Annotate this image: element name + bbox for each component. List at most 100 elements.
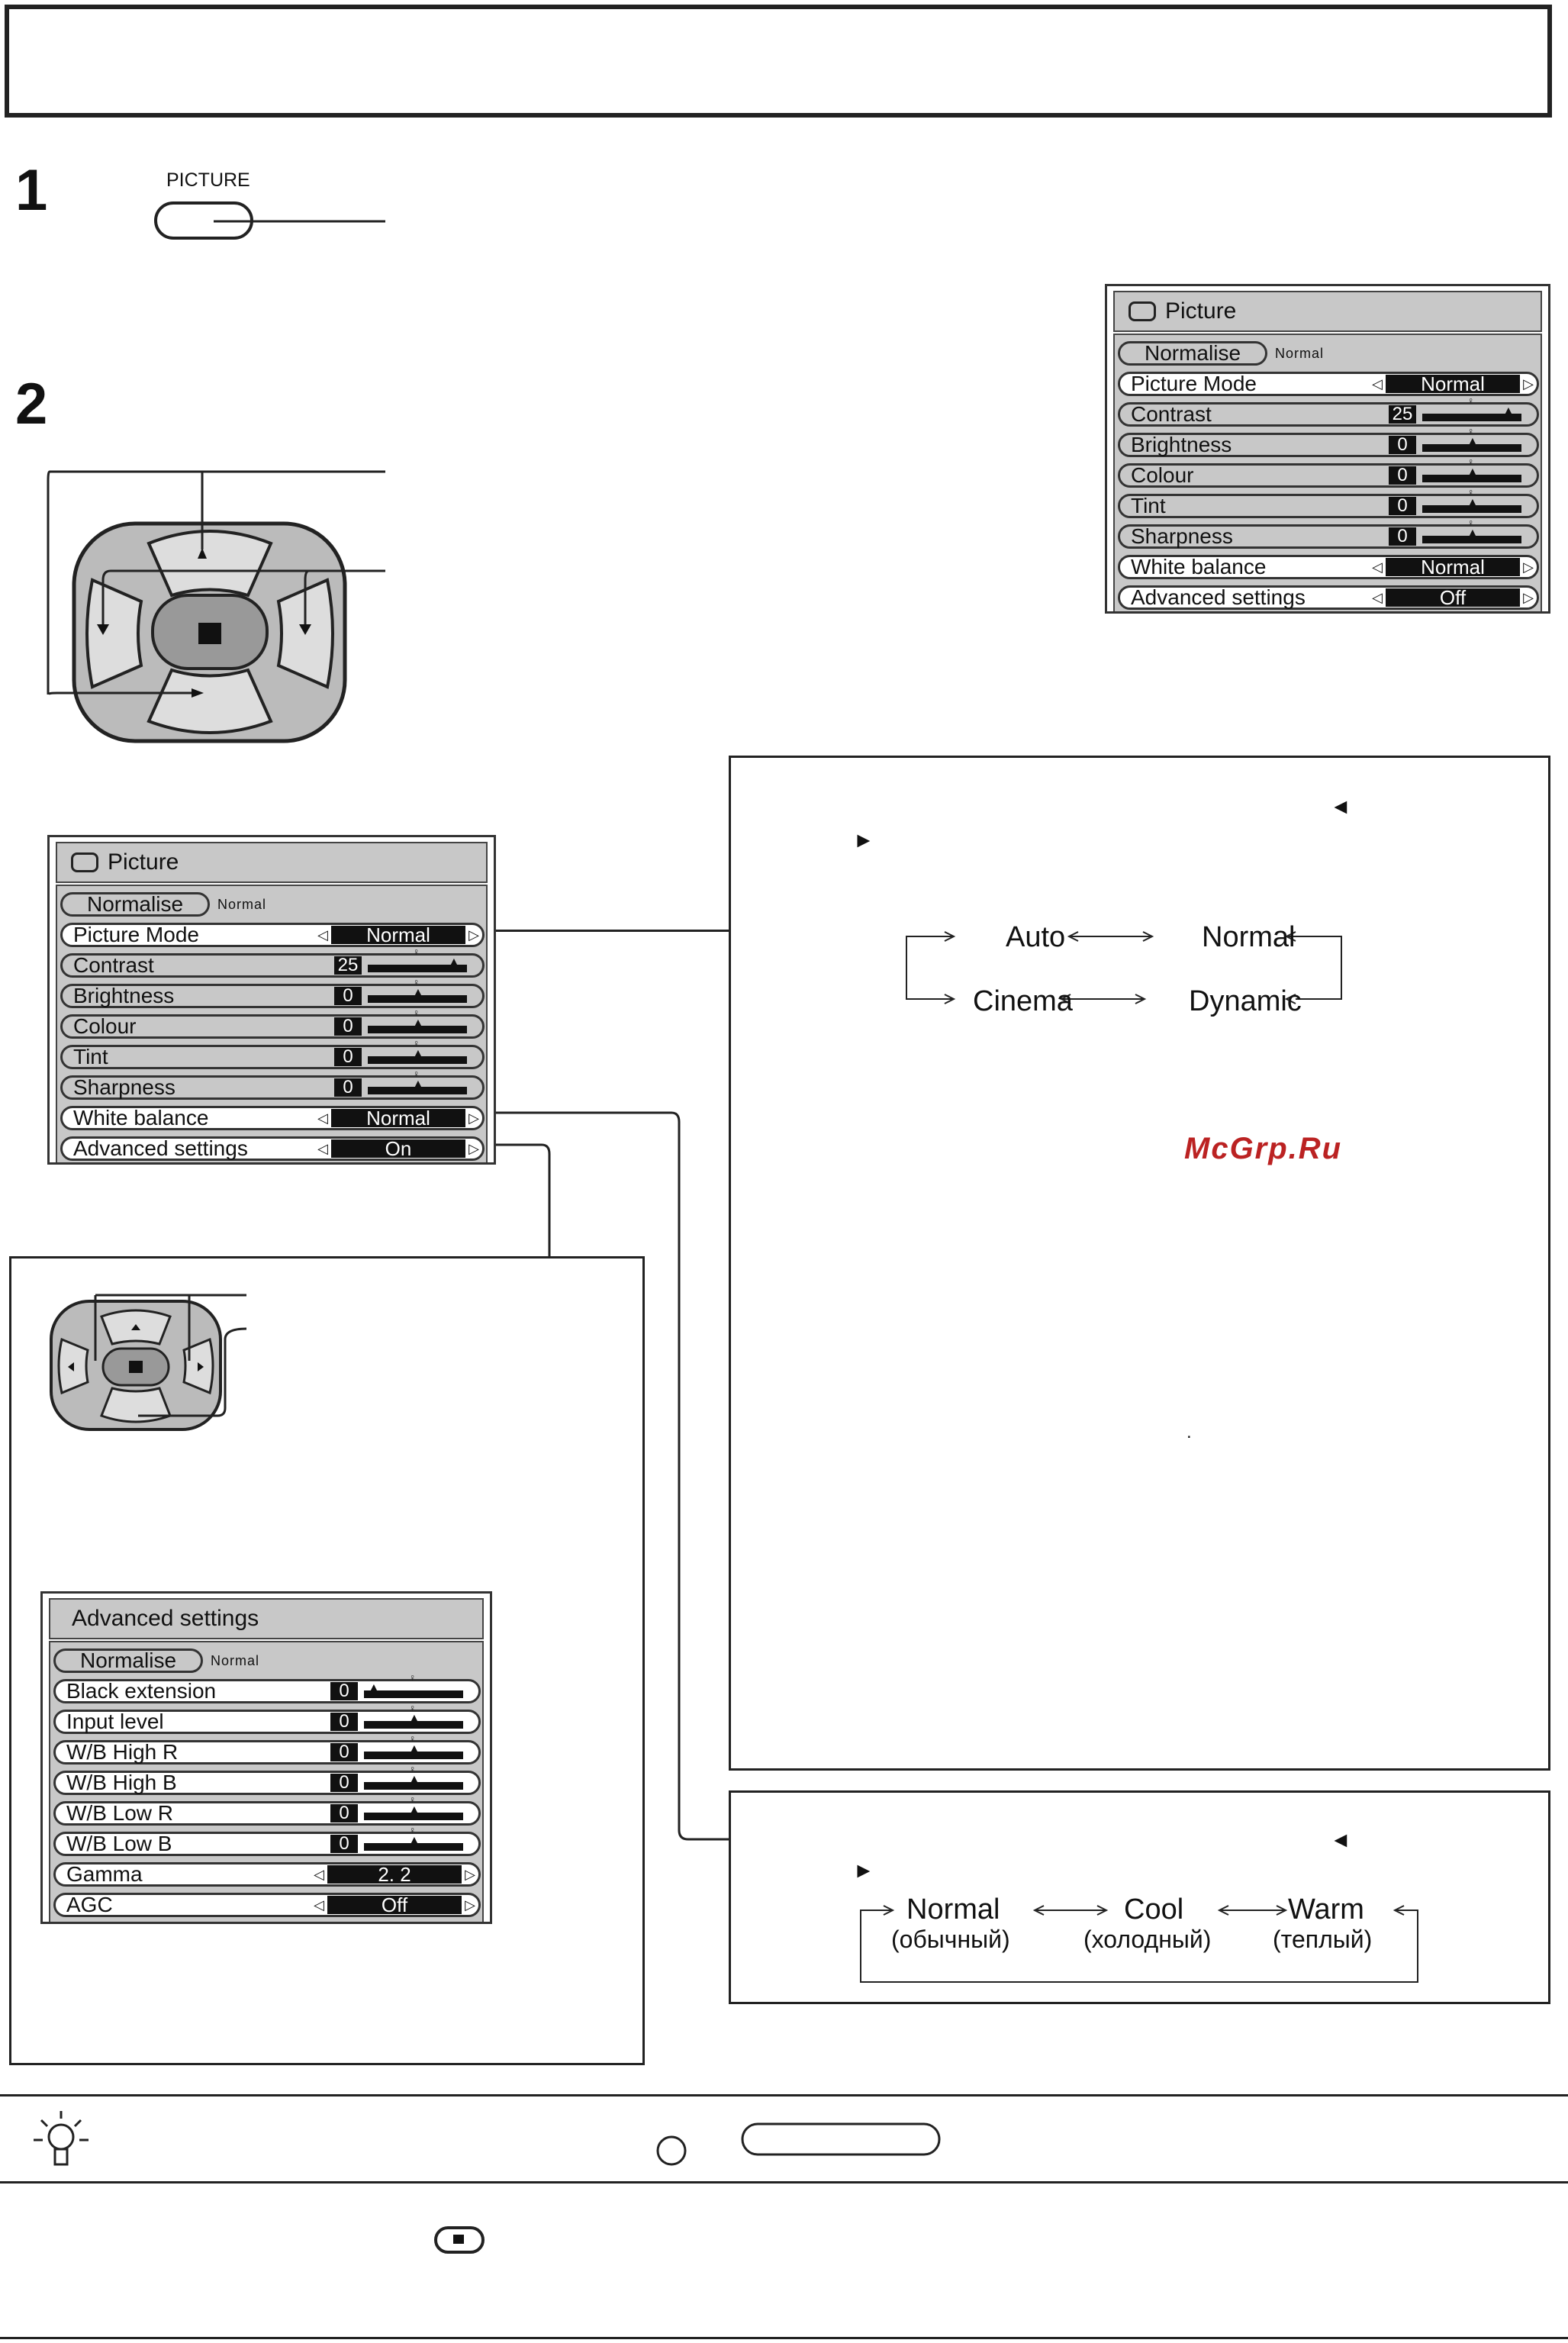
left-triangle-icon[interactable]: ◁ xyxy=(314,1897,324,1913)
level-bar[interactable]: ▲♀ xyxy=(1422,395,1521,421)
level-bar[interactable]: ▲♀ xyxy=(364,1703,463,1729)
normalise-button[interactable]: Normalise xyxy=(53,1648,203,1673)
level-bar[interactable]: ▲♀ xyxy=(368,1068,467,1094)
advanced-settings-box: Advanced settings Normalise Normal Black… xyxy=(9,1256,645,2065)
row-label: Input level xyxy=(66,1710,164,1733)
right-triangle-icon[interactable]: ▷ xyxy=(1523,559,1534,575)
right-triangle-icon[interactable]: ▷ xyxy=(468,1110,479,1126)
left-triangle-icon[interactable]: ◁ xyxy=(317,927,328,943)
row-label: Sharpness xyxy=(73,1075,175,1099)
left-triangle-icon[interactable]: ◁ xyxy=(1372,559,1383,575)
level-pointer-icon: ▲ xyxy=(1467,434,1478,446)
level-pointer-icon: ▲ xyxy=(449,955,459,967)
level-bar[interactable]: ▲♀ xyxy=(368,1038,467,1064)
small-cursor-pad-icon xyxy=(50,1294,247,1431)
left-triangle-icon[interactable]: ◁ xyxy=(1372,589,1383,605)
right-triangle-icon[interactable]: ▷ xyxy=(468,1140,479,1156)
row-value: 0 xyxy=(330,1803,358,1823)
right-triangle-icon[interactable]: ▷ xyxy=(465,1866,475,1882)
page-title-frame xyxy=(5,5,1552,118)
level-bar[interactable]: ▲♀ xyxy=(364,1794,463,1820)
center-mark-icon: ♀ xyxy=(409,1733,416,1744)
row-value: 0 xyxy=(1389,495,1416,516)
row-label: Advanced settings xyxy=(73,1136,248,1160)
row-value: 2. 2 xyxy=(327,1863,462,1886)
level-bar[interactable]: ▲♀ xyxy=(364,1672,463,1698)
level-bar[interactable]: ▲♀ xyxy=(364,1825,463,1851)
advanced-row-7[interactable]: AGC◁Off▷ xyxy=(53,1893,481,1917)
right-arrow-icon: ► xyxy=(853,828,874,852)
step-2-number: 2 xyxy=(15,372,48,437)
row-label: Black extension xyxy=(66,1679,217,1703)
center-mark-icon: ♀ xyxy=(409,1794,416,1805)
footer-bottom-rule xyxy=(0,2337,1568,2339)
left-triangle-icon[interactable]: ◁ xyxy=(314,1866,324,1882)
level-pointer-icon: ▲ xyxy=(1467,465,1478,477)
level-bar[interactable]: ▲♀ xyxy=(1422,517,1521,543)
picture-top-row-0[interactable]: Picture Mode◁Normal▷ xyxy=(1118,372,1539,396)
normalise-button[interactable]: Normalise xyxy=(1118,341,1267,366)
left-triangle-icon[interactable]: ◁ xyxy=(317,1110,328,1126)
row-value: Normal xyxy=(1386,556,1520,578)
level-bar[interactable]: ▲♀ xyxy=(364,1733,463,1759)
picture-mode-cycle-arrows xyxy=(906,931,1342,1004)
watermark: McGrp.Ru xyxy=(1184,1132,1343,1165)
picture-top-row-7[interactable]: Advanced settings◁Off▷ xyxy=(1118,585,1539,610)
right-triangle-icon[interactable]: ▷ xyxy=(468,927,479,943)
level-bar[interactable]: ▲♀ xyxy=(368,1007,467,1033)
left-triangle-icon[interactable]: ◁ xyxy=(317,1140,328,1156)
center-mark-icon: ♀ xyxy=(409,1825,416,1835)
row-value: Normal xyxy=(331,1107,465,1130)
right-triangle-icon[interactable]: ▷ xyxy=(1523,589,1534,605)
center-mark-icon: ♀ xyxy=(409,1703,416,1713)
level-pointer-icon: ▲ xyxy=(409,1772,420,1784)
rounded-button-icon xyxy=(741,2122,941,2156)
level-pointer-icon: ▲ xyxy=(1467,495,1478,508)
level-bar[interactable]: ▲♀ xyxy=(1422,487,1521,513)
level-bar[interactable]: ▲♀ xyxy=(1422,426,1521,452)
mode-cinema: Cinema xyxy=(973,985,1073,1017)
advanced-settings-menu: Advanced settings Normalise Normal Black… xyxy=(40,1591,492,1924)
right-triangle-icon[interactable]: ▷ xyxy=(1523,375,1534,392)
dot: . xyxy=(1186,1422,1192,1442)
picture-top-row-6[interactable]: White balance◁Normal▷ xyxy=(1118,555,1539,579)
center-mark-icon: ♀ xyxy=(413,1007,420,1018)
picture-left-row-6[interactable]: White balance◁Normal▷ xyxy=(60,1106,485,1130)
advanced-row-6[interactable]: Gamma◁2. 2▷ xyxy=(53,1862,481,1887)
picture-left-row-0[interactable]: Picture Mode◁Normal▷ xyxy=(60,923,485,947)
normalise-row: Normalise Normal xyxy=(1118,341,1324,366)
white-balance-box: ◄ ► Normal (обычный) Cool (холодный) War… xyxy=(729,1790,1550,2004)
row-value: 0 xyxy=(330,1772,358,1793)
level-bar[interactable]: ▲♀ xyxy=(368,946,467,972)
right-triangle-icon[interactable]: ▷ xyxy=(465,1897,475,1913)
normalise-button[interactable]: Normalise xyxy=(60,892,210,917)
circle-symbol-icon xyxy=(656,2135,687,2166)
level-pointer-icon: ▲ xyxy=(413,1046,423,1059)
level-bar[interactable]: ▲♀ xyxy=(364,1764,463,1790)
picture-button-icon xyxy=(154,201,385,240)
picture-left-row-7[interactable]: Advanced settings◁On▷ xyxy=(60,1136,485,1161)
left-triangle-icon[interactable]: ◁ xyxy=(1372,375,1383,392)
row-value: 0 xyxy=(330,1742,358,1762)
mode-auto: Auto xyxy=(1006,921,1066,953)
step-1-number: 1 xyxy=(15,158,48,223)
level-bar[interactable]: ▲♀ xyxy=(368,977,467,1003)
level-bar[interactable]: ▲♀ xyxy=(1422,456,1521,482)
level-pointer-icon: ▲ xyxy=(1503,404,1514,416)
